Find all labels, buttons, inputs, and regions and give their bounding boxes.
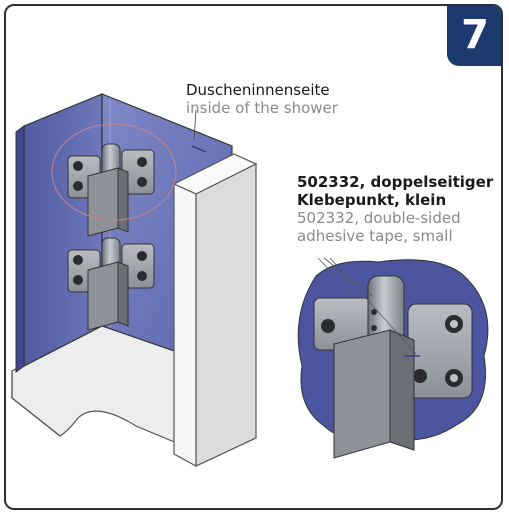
- adhesive-tape-label-english-1: 502332, double-sided: [297, 209, 461, 227]
- step-number-badge: 7: [447, 6, 501, 66]
- adhesive-tape-label: 502332, doppelseitiger Klebepunkt, klein…: [297, 173, 493, 245]
- detail-view: [297, 259, 489, 459]
- shower-inside-leader: [193, 109, 197, 141]
- shower-inside-label-german: Duscheninnenseite: [186, 81, 330, 99]
- shower-inside-label-english: inside of the shower: [186, 99, 338, 117]
- tape-leader-lines: [317, 257, 417, 355]
- wall-post: [172, 153, 258, 468]
- adhesive-tape-label-english-2: adhesive tape, small: [297, 227, 453, 245]
- shower-tray: [11, 320, 185, 447]
- adhesive-tape-label-german-1: 502332, doppelseitiger: [297, 173, 494, 191]
- callout-circle: [51, 123, 177, 221]
- adhesive-tape-label-german-2: Klebepunkt, klein: [297, 191, 447, 209]
- shower-inside-label: Duscheninnenseite inside of the shower: [186, 81, 338, 117]
- lower-hinge: [67, 237, 155, 331]
- assembly-illustration: [11, 93, 489, 468]
- upper-hinge: [67, 143, 155, 237]
- instruction-panel: Duscheninnenseite inside of the shower 5…: [4, 4, 503, 510]
